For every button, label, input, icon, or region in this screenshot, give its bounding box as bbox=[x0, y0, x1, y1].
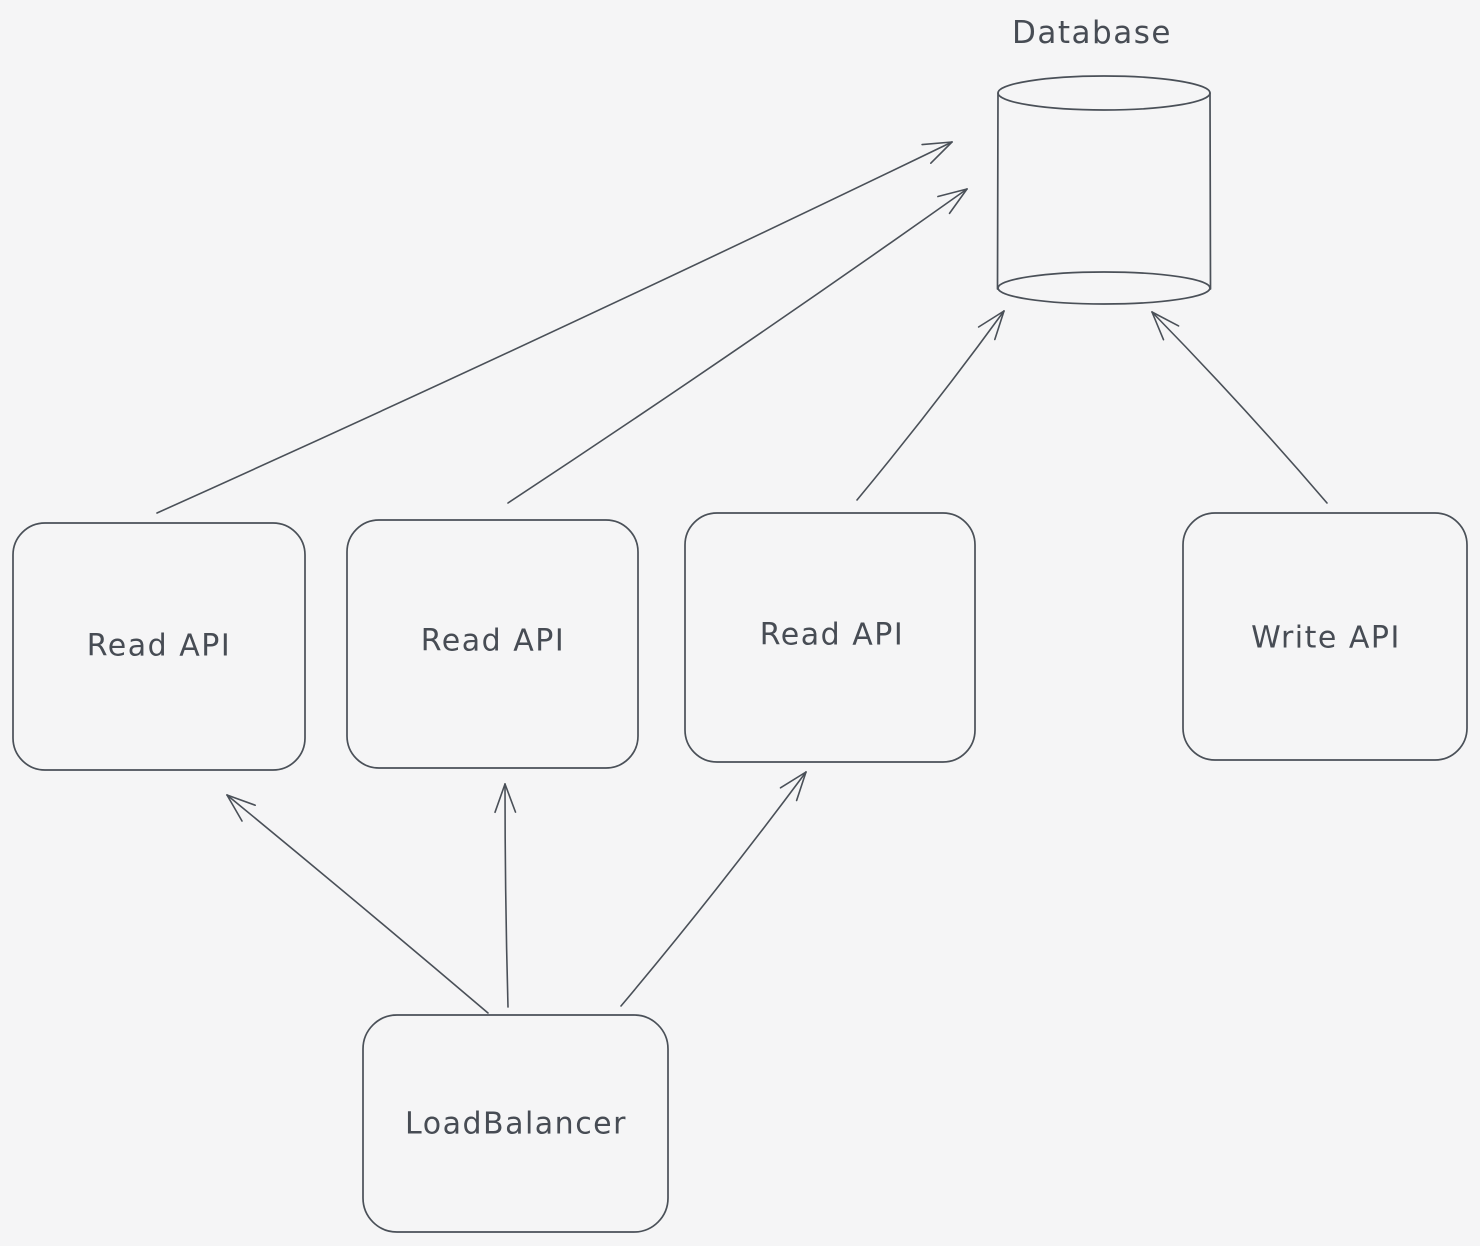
edge-read-api-2-to-database bbox=[507, 188, 968, 504]
read-api-1-node bbox=[12, 522, 306, 771]
database-cylinder-left-side bbox=[996, 92, 999, 290]
read-api-2-node bbox=[346, 519, 639, 769]
write-api-node bbox=[1182, 512, 1468, 761]
database-cylinder-bottom bbox=[997, 271, 1211, 305]
write-api-label: Write API bbox=[1251, 620, 1401, 656]
edge-load-balancer-to-read-api-3 bbox=[620, 771, 807, 1007]
load-balancer-node bbox=[362, 1014, 669, 1233]
edge-write-api-to-database bbox=[1151, 311, 1328, 504]
database-label: Database bbox=[1012, 15, 1172, 51]
read-api-1-label: Read API bbox=[86, 628, 232, 664]
database-cylinder-top bbox=[997, 75, 1211, 111]
database-node bbox=[996, 75, 1212, 305]
edge-load-balancer-to-read-api-2 bbox=[494, 783, 517, 1008]
read-api-3-label: Read API bbox=[759, 617, 905, 653]
database-cylinder-right-side bbox=[1209, 92, 1212, 290]
load-balancer-label: LoadBalancer bbox=[405, 1106, 627, 1142]
read-api-3-node bbox=[684, 512, 976, 763]
read-api-2-label: Read API bbox=[420, 623, 566, 659]
edge-read-api-1-to-database bbox=[156, 141, 953, 514]
edge-load-balancer-to-read-api-1 bbox=[226, 794, 489, 1014]
edge-read-api-3-to-database bbox=[856, 310, 1005, 501]
